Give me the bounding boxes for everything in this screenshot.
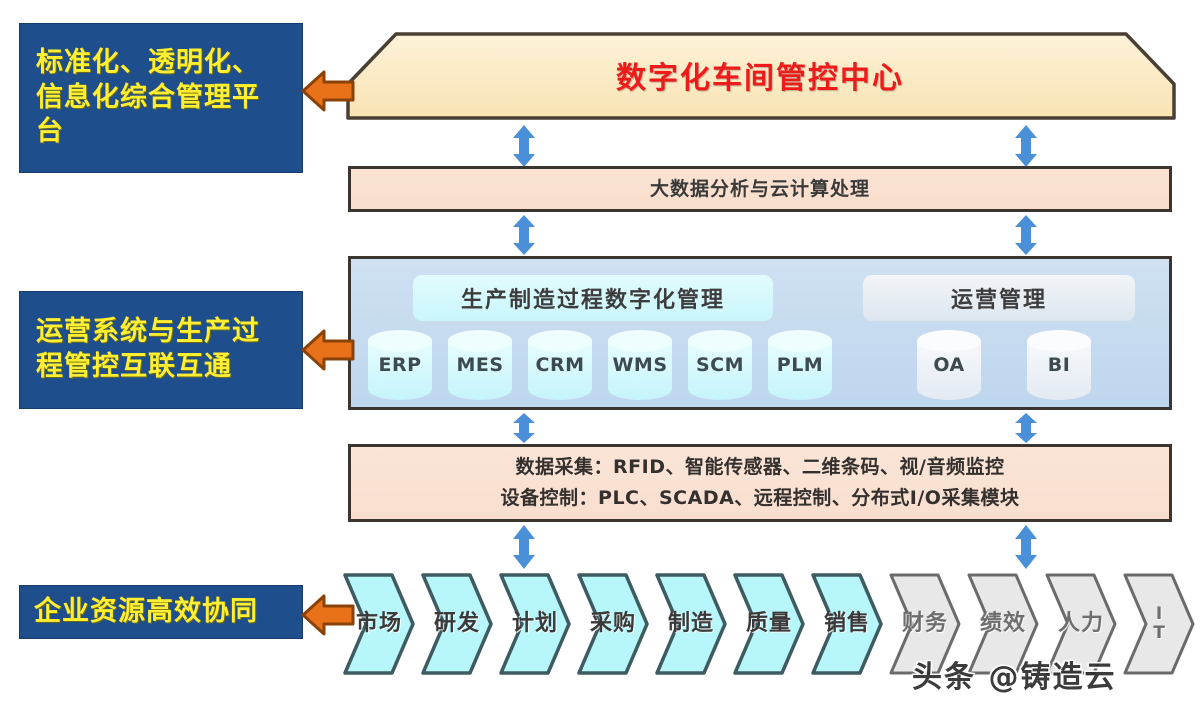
system-cylinder-plm[interactable]: PLM — [765, 329, 835, 401]
arrow-up-down-icon — [513, 125, 535, 167]
chevron-manufacture[interactable]: 制造 — [654, 572, 728, 676]
chevron-label: 研发 — [433, 610, 480, 636]
watermark: 头条 @铸造云 — [912, 660, 1117, 695]
system-cylinder-erp[interactable]: ERP — [365, 329, 435, 401]
acquisition-line-2: 设备控制：PLC、SCADA、远程控制、分布式I/O采集模块 — [500, 487, 1020, 509]
chevron-label: 计划 — [511, 610, 558, 636]
callout-resources: 企业资源高效协同 — [20, 586, 302, 638]
arrow-up-down-icon — [513, 525, 535, 569]
chevron-label: 采购 — [589, 610, 636, 636]
bigdata-label: 大数据分析与云计算处理 — [649, 178, 870, 200]
bigdata-band: 大数据分析与云计算处理 — [348, 166, 1172, 212]
system-label: SCM — [695, 354, 745, 376]
arrow-up-down-icon — [513, 215, 535, 255]
arrow-left-icon — [301, 70, 355, 112]
operations-heading: 运营管理 — [863, 275, 1135, 321]
arrow-up-down-icon — [1015, 413, 1037, 443]
chevron-label: 质量 — [745, 610, 792, 636]
chevron-market[interactable]: 市场 — [342, 572, 416, 676]
callout-operations-text: 运营系统与生产过程管控互联互通 — [36, 316, 260, 382]
chevron-rnd[interactable]: 研发 — [420, 572, 494, 676]
callout-platform-text: 标准化、透明化、信息化综合管理平台 — [36, 47, 260, 148]
arrow-left-icon — [301, 594, 355, 636]
chevron-label: 制造 — [667, 610, 714, 636]
callout-operations: 运营系统与生产过程管控互联互通 — [20, 292, 302, 408]
system-cylinder-wms[interactable]: WMS — [605, 329, 675, 401]
system-label: ERP — [378, 354, 422, 376]
chevron-label: 财务 — [901, 610, 948, 636]
callout-resources-text: 企业资源高效协同 — [34, 595, 258, 627]
system-label: OA — [933, 354, 965, 376]
chevron-label: 市场 — [355, 610, 402, 636]
system-label: MES — [456, 354, 504, 376]
banner-title: 数字化车间管控中心 — [616, 60, 904, 96]
chevron-finance[interactable]: 财务 — [888, 572, 962, 676]
arrow-up-down-icon — [513, 413, 535, 443]
acquisition-line-1: 数据采集：RFID、智能传感器、二维条码、视/音频监控 — [515, 455, 1005, 478]
system-label: BI — [1047, 354, 1071, 376]
arrow-up-down-icon — [1015, 215, 1037, 255]
chevron-label: 销售 — [823, 610, 870, 636]
callout-platform: 标准化、透明化、信息化综合管理平台 — [20, 24, 302, 172]
system-cylinder-oa[interactable]: OA — [914, 329, 984, 401]
system-cylinder-scm[interactable]: SCM — [685, 329, 755, 401]
system-label: PLM — [776, 354, 824, 376]
arrow-up-down-icon — [1015, 125, 1037, 167]
systems-panel: 生产制造过程数字化管理 运营管理 ERP MES — [348, 256, 1172, 410]
chevron-plan[interactable]: 计划 — [498, 572, 572, 676]
chevron-quality[interactable]: 质量 — [732, 572, 806, 676]
acquisition-band: 数据采集：RFID、智能传感器、二维条码、视/音频监控 设备控制：PLC、SCA… — [348, 444, 1172, 522]
chevron-label: 人力 — [1057, 610, 1104, 636]
system-cylinder-mes[interactable]: MES — [445, 329, 515, 401]
chevron-label: 绩效 — [979, 610, 1026, 636]
chevron-sales[interactable]: 销售 — [810, 572, 884, 676]
system-label: WMS — [612, 354, 668, 376]
arrow-left-icon — [301, 329, 355, 371]
chevron-hr[interactable]: 人力 — [1044, 572, 1118, 676]
arrow-up-down-icon — [1015, 525, 1037, 569]
system-cylinder-bi[interactable]: BI — [1024, 329, 1094, 401]
chevron-purchase[interactable]: 采购 — [576, 572, 650, 676]
system-label: CRM — [535, 354, 585, 376]
production-heading: 生产制造过程数字化管理 — [413, 275, 773, 321]
chevron-performance[interactable]: 绩效 — [966, 572, 1040, 676]
system-cylinder-crm[interactable]: CRM — [525, 329, 595, 401]
